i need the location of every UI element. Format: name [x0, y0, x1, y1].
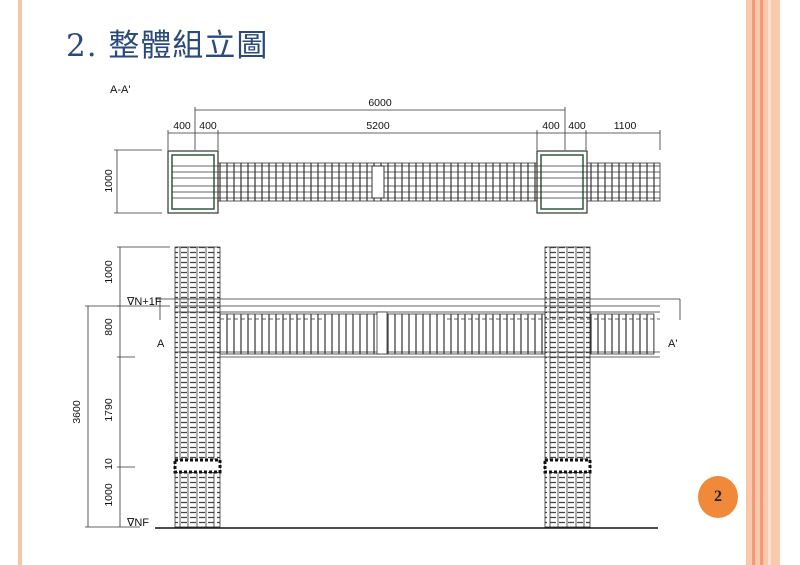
- page-number-badge: 2: [698, 476, 738, 518]
- cut-label-left: A: [157, 338, 165, 350]
- level-ground: ∇NF: [126, 517, 149, 529]
- dim-plan-height: 1000: [103, 169, 115, 193]
- right-border-stripe: [768, 0, 771, 565]
- dim-beam: 800: [103, 318, 115, 336]
- section-label: A-A': [110, 84, 130, 96]
- dim-400: 400: [199, 120, 217, 132]
- dim-400: 400: [568, 120, 586, 132]
- level-upper: ∇N+1F: [126, 296, 162, 308]
- dim-joint: 10: [103, 458, 115, 470]
- cut-label-right: A': [668, 338, 677, 350]
- left-border: [18, 0, 22, 565]
- dim-bottom: 1000: [103, 483, 115, 507]
- slide-title: 2. 整體組立圖: [66, 28, 269, 64]
- right-border-stripe: [760, 0, 763, 565]
- dim-total-height: 3600: [71, 400, 83, 424]
- dim-total: 6000: [368, 97, 392, 109]
- right-border-stripe: [752, 0, 755, 565]
- dim-400: 400: [542, 120, 560, 132]
- dim-5200: 5200: [366, 120, 390, 132]
- dim-top: 1000: [103, 260, 115, 284]
- dim-400: 400: [173, 120, 191, 132]
- dim-mid: 1790: [103, 398, 115, 422]
- dim-1100: 1100: [614, 120, 637, 132]
- right-border: [746, 0, 780, 565]
